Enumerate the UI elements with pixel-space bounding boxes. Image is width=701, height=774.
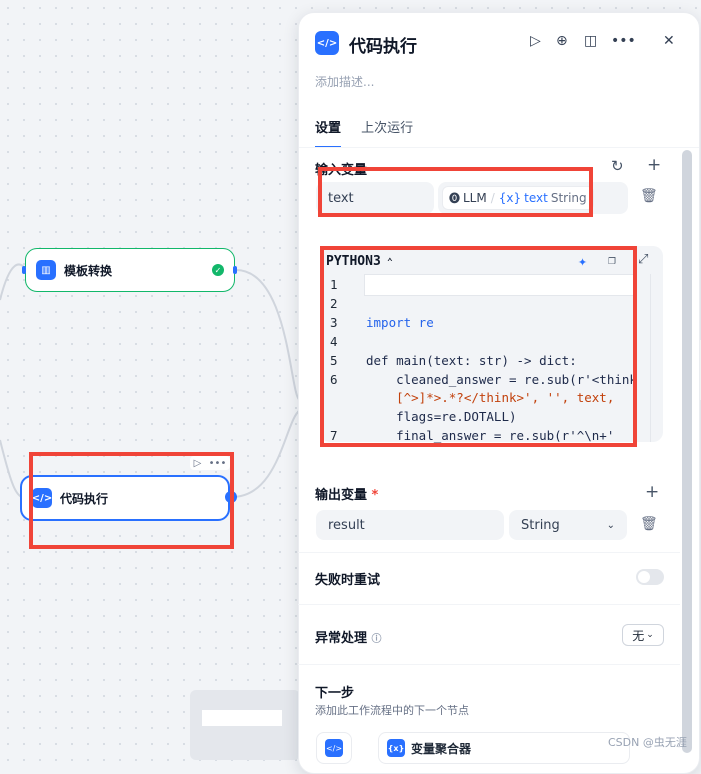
divider	[298, 664, 680, 665]
input-var-name[interactable]: text	[316, 182, 434, 214]
variable-icon: {x}	[498, 191, 522, 205]
delete-output-icon[interactable]: 🗑	[640, 516, 658, 532]
minimap	[190, 690, 300, 760]
source-type: String	[550, 191, 587, 205]
var-reference-chip[interactable]: ⓿ LLM / {x} text String	[442, 186, 594, 210]
line-number: 5	[330, 353, 338, 368]
panel-scrollbar[interactable]	[682, 150, 692, 753]
tab-last-run[interactable]: 上次运行	[361, 121, 414, 136]
run-node-icon[interactable]: ▷	[193, 457, 202, 469]
code-line: flags=re.DOTALL)	[366, 409, 517, 424]
retry-label: 失败时重试	[315, 573, 381, 588]
more-icon[interactable]: •••	[208, 457, 227, 469]
divider	[298, 604, 680, 605]
add-next-handle[interactable]	[225, 491, 237, 503]
more-icon[interactable]: •••	[611, 33, 636, 49]
code-icon: </>	[315, 31, 339, 55]
divider	[298, 552, 680, 553]
locate-icon[interactable]: ⊕	[556, 33, 568, 49]
node-template-transform[interactable]: ▥ 模板转换 ✓	[25, 248, 235, 292]
code-line: cleaned_answer = re.sub(r'<think	[366, 372, 637, 387]
current-node-chip: </>	[316, 732, 352, 764]
panel-tabs: 设置 上次运行	[315, 117, 429, 148]
output-type-select[interactable]: String ⌄	[509, 510, 627, 540]
code-icon: </>	[32, 488, 52, 508]
add-input-icon[interactable]: +	[647, 155, 662, 175]
delete-input-icon[interactable]: 🗑	[640, 188, 658, 204]
line-number: 3	[330, 315, 338, 330]
handle-left[interactable]	[22, 266, 26, 274]
node-code-exec[interactable]: </> 代码执行	[20, 475, 230, 521]
output-vars-label: 输出变量 *	[315, 488, 379, 503]
code-line: def main(text: str) -> dict:	[366, 353, 577, 368]
error-handling-label: 异常处理 ⓘ	[315, 631, 382, 646]
line-number: 4	[330, 334, 338, 349]
language-select[interactable]: PYTHON3 ⌃	[326, 254, 393, 269]
docs-icon[interactable]: ◫	[584, 33, 598, 49]
retry-toggle[interactable]	[636, 569, 664, 585]
line-number: 2	[330, 296, 338, 311]
code-active-line	[364, 274, 636, 296]
separator: /	[490, 191, 495, 205]
code-line: [^>]*>.*?</think>', '', text,	[366, 390, 615, 405]
copy-icon[interactable]: ❐	[608, 253, 616, 268]
success-check-icon: ✓	[212, 264, 224, 276]
tab-settings[interactable]: 设置	[315, 117, 342, 148]
template-icon: ▥	[36, 260, 56, 280]
code-line: final_answer = re.sub(r'^\n+'	[366, 428, 615, 443]
variable-aggregator-icon: {x}	[387, 739, 405, 757]
next-node-chip[interactable]: {x} 变量聚合器	[378, 732, 630, 764]
code-ruler	[650, 274, 651, 442]
next-step-title: 下一步	[315, 686, 355, 701]
line-number: 6	[330, 372, 338, 387]
node-toolbar[interactable]: ▷ •••	[190, 456, 230, 470]
watermark: CSDN @虫无涯	[608, 736, 687, 749]
line-number: 7	[330, 428, 338, 443]
code-line: import re	[366, 315, 434, 330]
panel-title: 代码执行	[349, 37, 417, 57]
node-label: 模板转换	[64, 263, 113, 278]
code-icon: </>	[325, 739, 343, 757]
llm-icon: ⓿	[449, 192, 460, 205]
line-number: 1	[330, 277, 338, 292]
ai-generate-icon[interactable]: ✦	[578, 252, 588, 270]
node-label: 代码执行	[60, 491, 109, 506]
next-node-label: 变量聚合器	[411, 741, 472, 756]
source-var: text	[524, 191, 548, 205]
add-output-icon[interactable]: +	[645, 482, 660, 502]
chevron-down-icon: ⌄	[606, 519, 615, 531]
expand-icon[interactable]: ⤢	[638, 252, 649, 267]
description-input[interactable]: 添加描述...	[315, 75, 375, 89]
run-icon[interactable]: ▷	[530, 33, 541, 49]
info-icon: ⓘ	[371, 634, 382, 645]
code-editor[interactable]: PYTHON3 ⌃ ✦ ❐ ⤢ 1 2 3 4 5 6 7 import re …	[320, 246, 663, 443]
input-vars-label: 输入变量	[315, 163, 368, 178]
handle-right[interactable]	[233, 266, 237, 274]
output-var-name[interactable]: result	[316, 510, 504, 540]
var-name-text: result	[328, 517, 365, 533]
type-text: String	[521, 517, 560, 533]
error-handling-select[interactable]: 无⌄	[622, 624, 664, 646]
divider	[299, 147, 699, 148]
close-icon[interactable]: ✕	[663, 33, 675, 49]
var-name-text: text	[328, 190, 354, 206]
source-node: LLM	[463, 191, 487, 205]
next-step-desc: 添加此工作流程中的下一个节点	[315, 704, 469, 717]
refresh-icon[interactable]: ↻	[611, 157, 624, 175]
input-var-source[interactable]: ⓿ LLM / {x} text String	[438, 182, 628, 214]
